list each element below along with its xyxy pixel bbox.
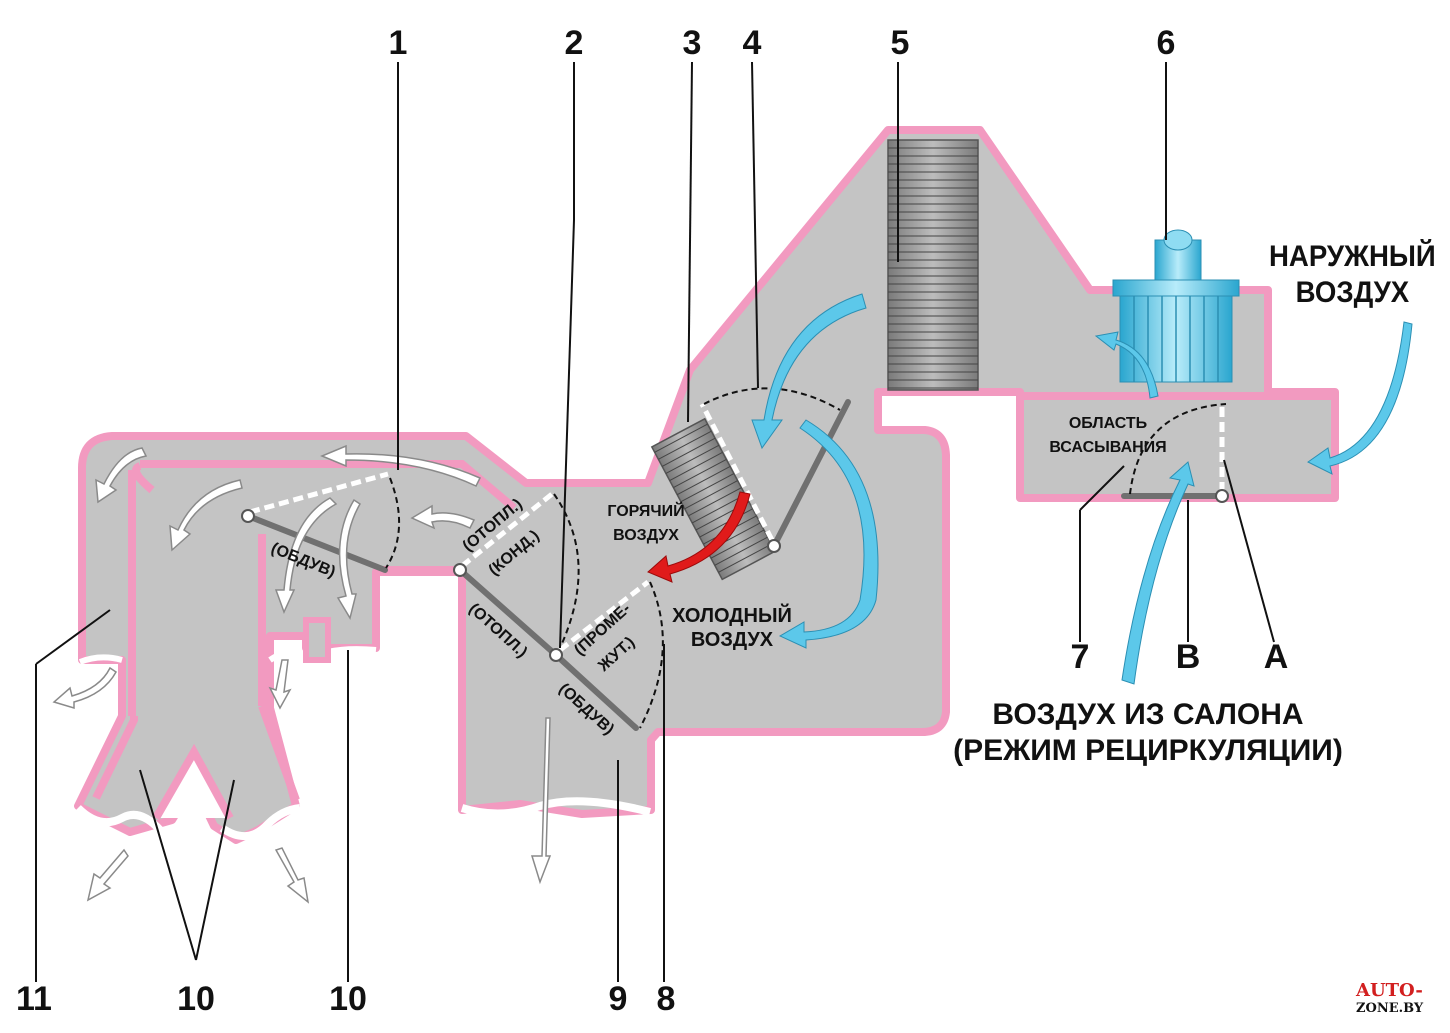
area-labels: НАРУЖНЫЙ ВОЗДУХ ОБЛАСТЬ ВСАСЫВАНИЯ ГОРЯЧ… — [607, 238, 1435, 767]
callout-b: B — [1176, 638, 1201, 676]
cabin-air-label-line2: (РЕЖИМ РЕЦИРКУЛЯЦИИ) — [953, 734, 1343, 767]
logo-line2: ZONE.BY — [1356, 1001, 1424, 1016]
suction-area-label-line2: ВСАСЫВАНИЯ — [1049, 439, 1166, 456]
hot-air-label-line1: ГОРЯЧИЙ — [607, 501, 684, 520]
callout-6: 6 — [1157, 24, 1176, 62]
callout-11: 11 — [16, 980, 52, 1018]
blower-fan — [1112, 229, 1240, 383]
outside-air-label-line2: ВОЗДУХ — [1296, 276, 1410, 309]
callout-a: A — [1264, 638, 1289, 676]
cabin-air-label-line1: ВОЗДУХ ИЗ САЛОНА — [992, 698, 1303, 731]
site-logo: AUTO- ZONE.BY — [1355, 980, 1424, 1016]
flap-lower-mode — [549, 580, 664, 731]
callout-10-left: 10 — [177, 980, 215, 1018]
airflow-arrows — [52, 293, 1413, 904]
callout-2: 2 — [565, 24, 584, 62]
cold-air-label-line2: ВОЗДУХ — [691, 629, 774, 651]
callout-4: 4 — [743, 24, 762, 62]
cold-air-label-line1: ХОЛОДНЫЙ — [672, 603, 792, 627]
callout-numbers: 1 2 3 4 5 6 7 B A 11 10 10 9 8 — [16, 24, 1288, 1018]
outside-air-label-line1: НАРУЖНЫЙ — [1269, 238, 1436, 273]
flap-mode-main — [453, 492, 580, 658]
callout-5: 5 — [891, 24, 910, 62]
callout-7: 7 — [1071, 638, 1090, 676]
callout-10-right: 10 — [329, 980, 367, 1018]
flap-upper-mode — [241, 471, 400, 573]
callout-9: 9 — [609, 980, 628, 1018]
callout-8: 8 — [657, 980, 676, 1018]
logo-line1: AUTO- — [1355, 980, 1423, 1001]
evaporator — [887, 139, 979, 391]
callout-1: 1 — [389, 24, 408, 62]
flap-air-mix — [699, 387, 851, 553]
suction-area-label-line1: ОБЛАСТЬ — [1069, 415, 1147, 432]
callout-3: 3 — [683, 24, 702, 62]
leader-lines — [35, 61, 1275, 982]
hot-air-label-line2: ВОЗДУХ — [613, 527, 679, 544]
